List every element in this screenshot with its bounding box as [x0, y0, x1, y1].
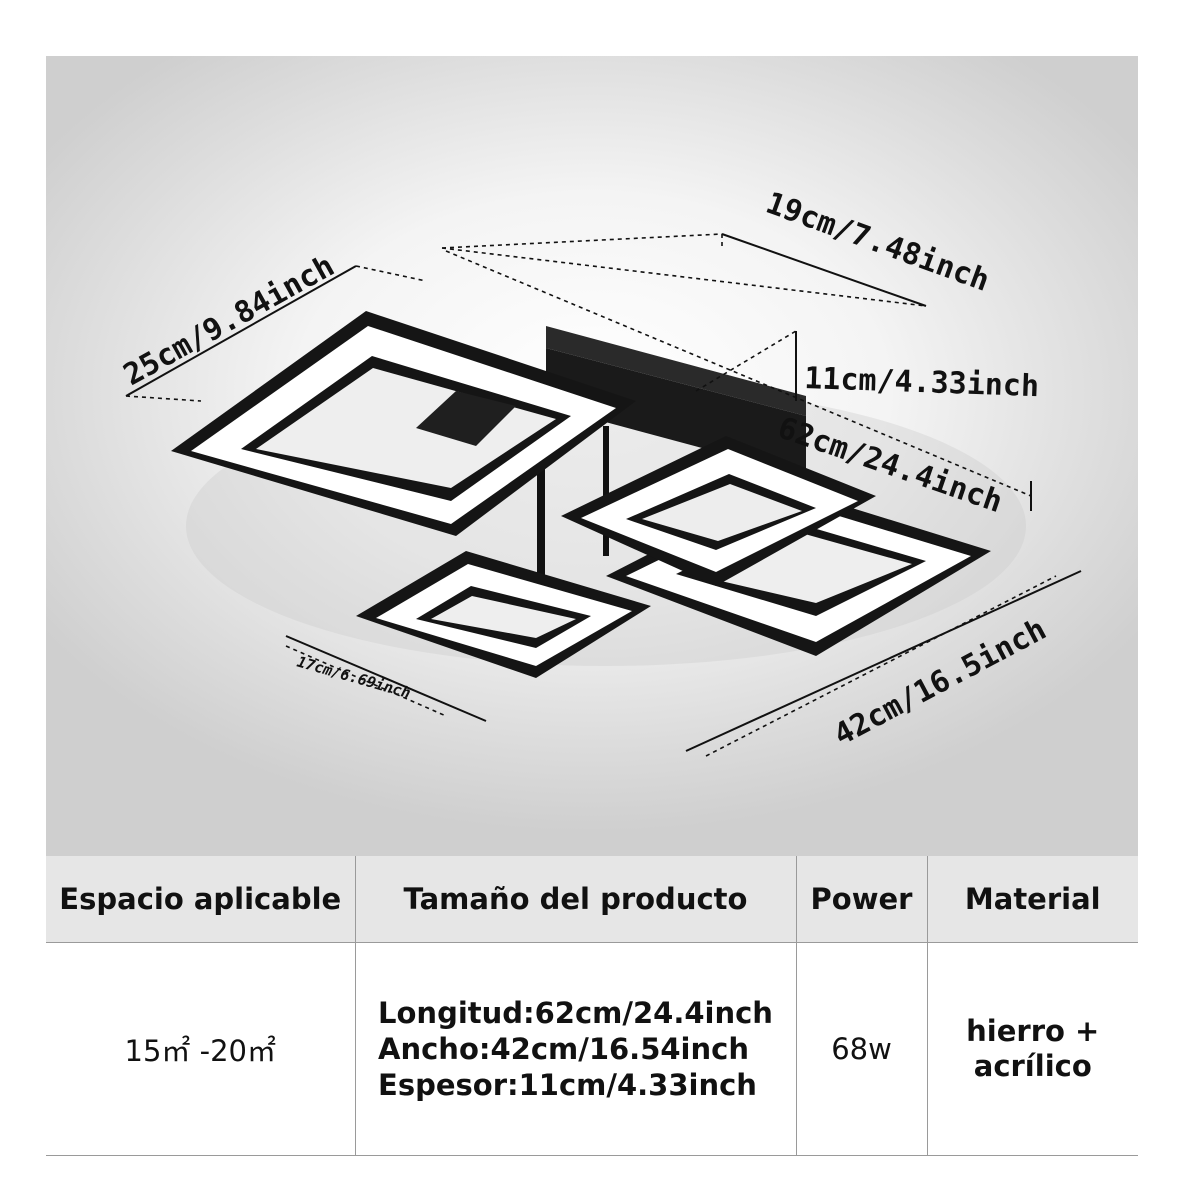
size-length: Longitud:62cm/24.4inch — [378, 995, 773, 1030]
lamp-illustration: 25cm/9.84inch 19cm/7.48inch 11cm/4.33inc… — [118, 186, 1082, 757]
label-height: 11cm/4.33inch — [804, 361, 1040, 404]
spec-header-row: Espacio aplicable Tamaño del producto Po… — [46, 856, 1138, 943]
value-space: 15㎡ -20㎡ — [46, 942, 356, 1156]
header-space: Espacio aplicable — [46, 856, 356, 943]
material-line-1: hierro + — [966, 1014, 1100, 1049]
header-size: Tamaño del producto — [354, 856, 797, 943]
label-depth: 19cm/7.48inch — [761, 186, 994, 299]
size-lines: Longitud:62cm/24.4inch Ancho:42cm/16.54i… — [378, 995, 773, 1104]
ring-medium — [561, 436, 876, 586]
spec-table: Espacio aplicable Tamaño del producto Po… — [46, 856, 1138, 1156]
ring-small — [356, 551, 651, 678]
header-material: Material — [926, 856, 1138, 943]
fixture-base — [416, 391, 516, 446]
material-line-2: acrílico — [973, 1049, 1092, 1083]
value-size: Longitud:62cm/24.4inch Ancho:42cm/16.54i… — [354, 942, 797, 1156]
value-material: hierro + acrílico — [926, 942, 1138, 1156]
label-ring-small: 17cm/6.69inch — [295, 653, 413, 703]
value-power: 68w — [795, 942, 928, 1156]
size-width: Ancho:42cm/16.54inch — [378, 1031, 749, 1066]
spec-value-row: 15㎡ -20㎡ Longitud:62cm/24.4inch Ancho:42… — [46, 942, 1138, 1156]
size-thickness: Espesor:11cm/4.33inch — [378, 1068, 757, 1103]
dimension-lines — [125, 233, 1082, 757]
header-power: Power — [795, 856, 928, 943]
ring-large-1 — [171, 311, 636, 536]
product-photo: 25cm/9.84inch 19cm/7.48inch 11cm/4.33inc… — [46, 56, 1138, 856]
product-frame: 25cm/9.84inch 19cm/7.48inch 11cm/4.33inc… — [46, 56, 1138, 1156]
